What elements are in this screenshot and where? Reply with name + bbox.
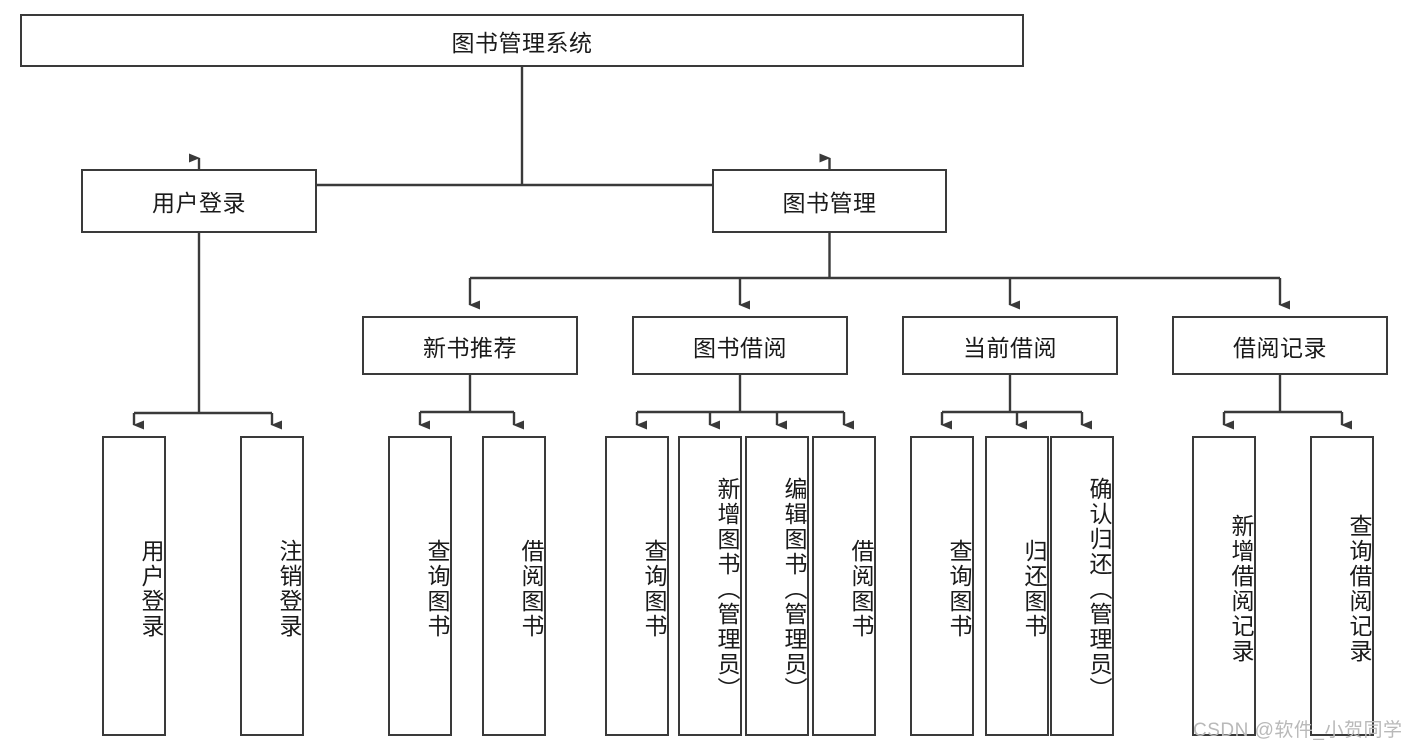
node-leaf-add-record-label: 新增借阅记录 (1228, 514, 1254, 664)
node-book-manage-label: 图书管理 (782, 190, 877, 216)
node-leaf-query-record[interactable]: 查询借阅记录 (1310, 436, 1374, 736)
node-borrow-record-label: 借阅记录 (1233, 334, 1327, 361)
node-leaf-user-login-label: 用户登录 (138, 539, 164, 639)
node-leaf-add-book[interactable]: 新增图书（管理员） (678, 436, 742, 736)
node-current-borrow[interactable]: 当前借阅 (902, 316, 1118, 375)
node-leaf-add-book-label: 新增图书（管理员） (714, 476, 740, 702)
node-leaf-query-book-2[interactable]: 查询图书 (605, 436, 669, 736)
node-root[interactable]: 图书管理系统 (20, 14, 1024, 67)
node-leaf-borrow-book-2[interactable]: 借阅图书 (812, 436, 876, 736)
node-leaf-query-book-3-label: 查询图书 (946, 539, 972, 639)
node-user-login[interactable]: 用户登录 (81, 169, 317, 233)
node-book-borrow[interactable]: 图书借阅 (632, 316, 848, 375)
node-leaf-add-record[interactable]: 新增借阅记录 (1192, 436, 1256, 736)
node-leaf-borrow-book-1-label: 借阅图书 (518, 539, 544, 639)
node-leaf-borrow-book-2-label: 借阅图书 (848, 539, 874, 639)
node-leaf-user-logout-label: 注销登录 (276, 539, 302, 639)
node-leaf-query-record-label: 查询借阅记录 (1346, 514, 1372, 664)
node-leaf-query-book-3[interactable]: 查询图书 (910, 436, 974, 736)
node-new-book-rec[interactable]: 新书推荐 (362, 316, 578, 375)
node-new-book-rec-label: 新书推荐 (423, 334, 517, 361)
node-leaf-confirm-return[interactable]: 确认归还（管理员） (1050, 436, 1114, 736)
node-book-borrow-label: 图书借阅 (693, 334, 787, 361)
node-leaf-borrow-book-1[interactable]: 借阅图书 (482, 436, 546, 736)
node-leaf-query-book-1-label: 查询图书 (424, 539, 450, 639)
watermark: CSDN @软件_小贺同学 (1193, 720, 1403, 741)
node-leaf-return-book[interactable]: 归还图书 (985, 436, 1049, 736)
node-leaf-confirm-return-label: 确认归还（管理员） (1086, 476, 1112, 702)
node-leaf-query-book-1[interactable]: 查询图书 (388, 436, 452, 736)
node-leaf-return-book-label: 归还图书 (1021, 539, 1047, 639)
node-book-manage[interactable]: 图书管理 (712, 169, 947, 233)
node-leaf-query-book-2-label: 查询图书 (641, 539, 667, 639)
node-leaf-edit-book[interactable]: 编辑图书（管理员） (745, 436, 809, 736)
node-leaf-user-login[interactable]: 用户登录 (102, 436, 166, 736)
node-leaf-edit-book-label: 编辑图书（管理员） (781, 476, 807, 702)
node-user-login-label: 用户登录 (152, 190, 246, 216)
node-root-label: 图书管理系统 (451, 29, 593, 56)
node-current-borrow-label: 当前借阅 (963, 334, 1057, 361)
node-leaf-user-logout[interactable]: 注销登录 (240, 436, 304, 736)
node-borrow-record[interactable]: 借阅记录 (1172, 316, 1388, 375)
